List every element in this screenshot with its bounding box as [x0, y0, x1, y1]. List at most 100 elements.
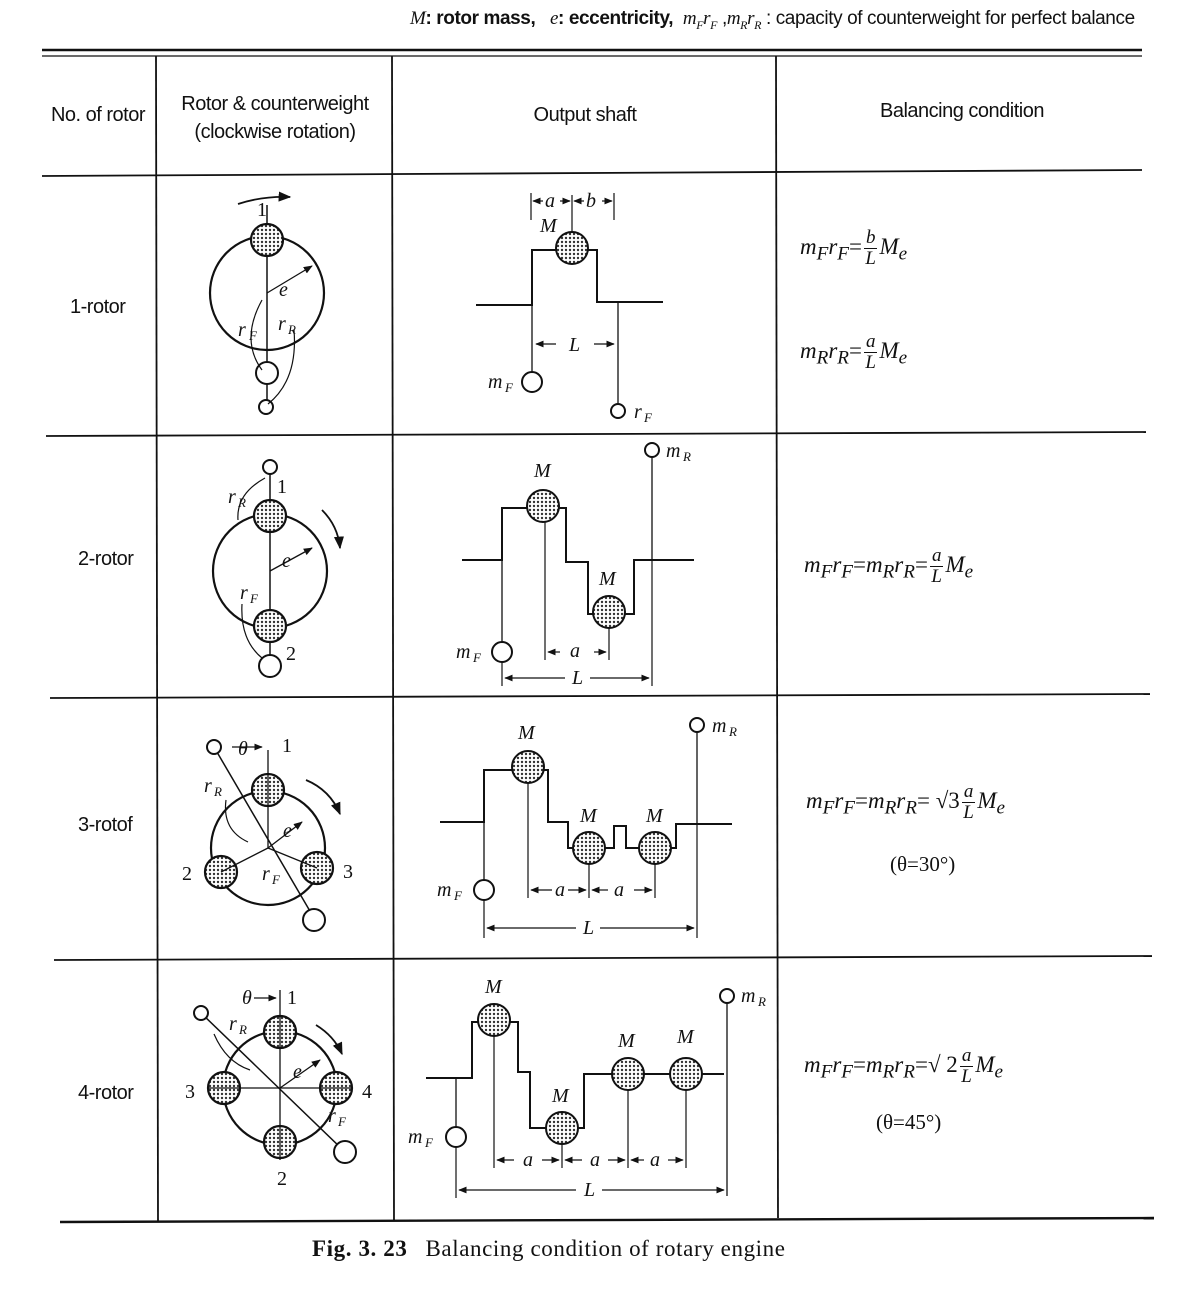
svg-text:R: R: [757, 994, 766, 1009]
shaft-diagram-1: [476, 193, 663, 419]
theta-row4: (θ=45°): [876, 1110, 942, 1134]
svg-text:L: L: [583, 1179, 595, 1201]
svg-text:M: M: [484, 976, 503, 998]
svg-text:M: M: [539, 215, 558, 237]
svg-text:M: M: [517, 722, 536, 744]
svg-text:m: m: [488, 371, 502, 393]
legend-capacity: : capacity of counterweight for perfect …: [765, 8, 1135, 29]
row-label-1: 1-rotor: [70, 296, 126, 318]
svg-text:r: r: [328, 1105, 336, 1127]
shaft-diagram-4: [426, 988, 735, 1198]
svg-text:R: R: [238, 1022, 247, 1037]
svg-text:F: F: [472, 650, 482, 665]
legend: M: rotor mass, e: eccentricity, mFrF ,mR…: [410, 8, 1135, 32]
svg-text:a: a: [590, 1149, 600, 1171]
svg-text:a: a: [523, 1149, 533, 1171]
ecc-label: e: [279, 279, 288, 301]
svg-text:r: r: [240, 582, 248, 604]
svg-text:m: m: [437, 879, 451, 901]
svg-text:r: r: [262, 863, 270, 885]
legend-M: M: [410, 8, 426, 29]
svg-text:a: a: [555, 879, 565, 901]
theta-row3: (θ=30°): [890, 852, 956, 876]
shaft-diagram-2: [462, 442, 694, 686]
svg-text:b: b: [586, 190, 596, 212]
svg-text:2: 2: [182, 863, 192, 885]
svg-text:M: M: [676, 1026, 695, 1048]
svg-text:m: m: [408, 1126, 422, 1148]
figure-number: Fig. 3. 23: [312, 1236, 408, 1261]
svg-text:M: M: [598, 568, 617, 590]
rotor-diagram-3: [203, 739, 341, 932]
svg-text:1: 1: [282, 735, 292, 757]
svg-text:M: M: [533, 460, 552, 482]
svg-text:M: M: [551, 1085, 570, 1107]
row-label-2: 2-rotor: [78, 548, 134, 570]
svg-text:M: M: [645, 805, 664, 827]
svg-text:m: m: [741, 985, 755, 1007]
svg-text:R: R: [728, 724, 737, 739]
shaft-diagram-3: [440, 717, 732, 938]
svg-text:F: F: [248, 328, 258, 343]
svg-text:M: M: [617, 1030, 636, 1052]
svg-text:r: r: [204, 775, 212, 797]
svg-text:M: M: [579, 805, 598, 827]
legend-e: e: [549, 8, 559, 29]
rotor-diagram-1: [208, 191, 326, 415]
svg-text:R: R: [213, 784, 222, 799]
svg-text:F: F: [643, 410, 653, 425]
svg-text:e: e: [283, 820, 292, 842]
figure-caption: Fig. 3. 23 Balancing condition of rotary …: [312, 1236, 786, 1262]
svg-text:m: m: [456, 641, 470, 663]
rotor-diagram-4: [193, 990, 357, 1164]
legend-e-desc: : eccentricity,: [558, 8, 674, 29]
svg-text:2: 2: [286, 643, 296, 665]
svg-text:F: F: [453, 888, 463, 903]
svg-text:R: R: [287, 322, 296, 337]
legend-mr: mRrR: [726, 8, 762, 32]
svg-text:e: e: [293, 1061, 302, 1083]
rotor-diagram-2: [211, 459, 344, 678]
svg-text:L: L: [582, 917, 594, 939]
table-grid: [41, 48, 1155, 1224]
rf-label: r: [238, 319, 246, 341]
svg-text:a: a: [570, 640, 580, 662]
svg-text:r: r: [228, 486, 236, 508]
figure-title: Balancing condition of rotary engine: [425, 1236, 786, 1261]
svg-text:F: F: [504, 380, 514, 395]
svg-text:4: 4: [362, 1081, 372, 1103]
header-balancing-condition: Balancing condition: [880, 100, 1044, 122]
svg-text:θ: θ: [238, 738, 248, 760]
svg-text:F: F: [424, 1135, 434, 1150]
svg-text:a: a: [545, 190, 555, 212]
svg-text:m: m: [666, 440, 680, 462]
svg-text:θ: θ: [242, 987, 252, 1009]
svg-text:R: R: [682, 449, 691, 464]
svg-text:a: a: [650, 1149, 660, 1171]
svg-text:1: 1: [287, 987, 297, 1009]
svg-text:1: 1: [277, 476, 287, 498]
row-label-3: 3-rotof: [78, 814, 133, 836]
svg-text:L: L: [568, 334, 580, 356]
rotor-label-1: 1: [257, 199, 267, 221]
svg-text:L: L: [571, 667, 583, 689]
header-output-shaft: Output shaft: [533, 104, 637, 126]
svg-text:r: r: [229, 1013, 237, 1035]
svg-text:F: F: [271, 872, 281, 887]
svg-text:2: 2: [277, 1168, 287, 1190]
svg-text:F: F: [249, 591, 259, 606]
svg-text:r: r: [634, 401, 642, 423]
svg-text:R: R: [237, 495, 246, 510]
svg-text:3: 3: [343, 861, 353, 883]
header-no-of-rotor: No. of rotor: [50, 104, 146, 126]
svg-text:a: a: [614, 879, 624, 901]
rr-label: r: [278, 313, 286, 335]
svg-text:F: F: [337, 1114, 347, 1129]
legend-M-desc: : rotor mass,: [425, 8, 536, 29]
